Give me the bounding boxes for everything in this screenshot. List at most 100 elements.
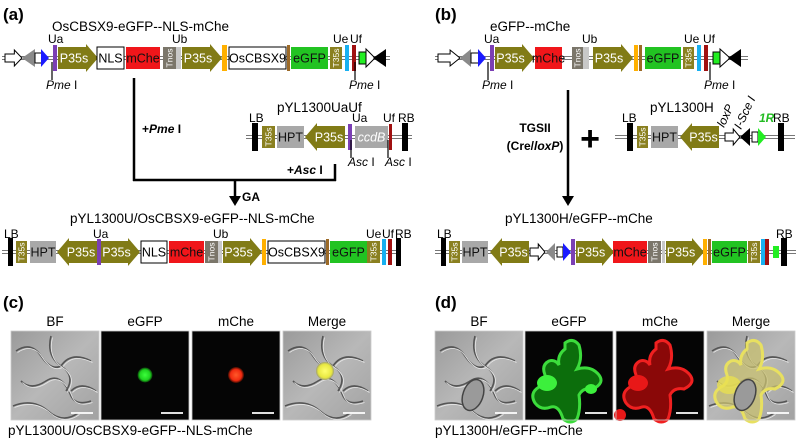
column-header-merge: Merge <box>732 314 770 329</box>
border-bar <box>8 238 13 266</box>
promoter-arrow <box>593 44 633 72</box>
tnos-block <box>205 241 218 263</box>
site-ub: Ub <box>213 227 229 241</box>
promoter-arrow <box>305 123 345 151</box>
green-marker <box>773 246 779 258</box>
micrograph-bf <box>434 330 524 421</box>
oscbsx9-block <box>267 240 326 264</box>
site-bar <box>326 239 329 265</box>
ccdb-label: ccdB <box>358 131 386 145</box>
cell-signal <box>622 338 694 424</box>
border-lb: LB <box>622 111 637 125</box>
t35s-label: T35s <box>450 243 460 262</box>
cell-wall <box>20 377 92 404</box>
t35s-label: T35s <box>684 49 694 68</box>
triangle-icon <box>728 49 741 67</box>
border-bar <box>778 123 784 151</box>
open-arrow-icon <box>437 48 461 68</box>
open-triangle-icon <box>719 47 731 69</box>
nucleus-signal <box>228 367 244 383</box>
promoter-label: P35s <box>67 246 96 260</box>
triangle-icon <box>41 49 49 67</box>
tnos-label: Tnos <box>573 49 583 68</box>
panel-label-b: (b) <box>435 5 457 24</box>
cell-wall <box>294 379 365 405</box>
oscbsx9-label: OsCBSX9 <box>268 246 325 260</box>
cell-signal <box>628 375 648 391</box>
tnos-label: Tnos <box>650 243 660 262</box>
site-bar <box>571 239 575 265</box>
step-asc-label: +Asc I <box>287 163 323 177</box>
cell-wall <box>344 387 370 393</box>
site-ue: Ue <box>366 227 382 241</box>
t35s-label: T35s <box>638 128 648 147</box>
green-marker <box>712 51 721 65</box>
hpt-block <box>651 126 678 148</box>
label-part: I <box>368 155 375 169</box>
asc-site-label: Asc I <box>384 155 412 169</box>
promoter-label: P35s <box>577 246 606 260</box>
tnos-block <box>648 241 661 263</box>
label-part: ) <box>559 139 563 153</box>
egfp-block <box>645 47 681 69</box>
mche-block <box>126 47 160 69</box>
t35s-label: T35s <box>264 128 274 147</box>
pme-site-label: Pme I <box>482 78 513 92</box>
assembly-label: GA <box>242 190 260 204</box>
promoter-label: P35s <box>184 52 213 66</box>
promoter-label: P35s <box>60 52 89 66</box>
bf-background <box>435 331 523 420</box>
border-lb: LB <box>437 227 452 241</box>
micrograph-merge <box>706 330 796 424</box>
egfp-block <box>712 241 747 263</box>
small-box-icon <box>556 246 564 258</box>
label-part: Pme <box>704 78 729 92</box>
cell-wall <box>496 387 522 393</box>
border-lb: LB <box>4 227 19 241</box>
site-uf: Uf <box>703 32 716 46</box>
image-border <box>10 330 100 421</box>
tnos-block <box>572 47 583 69</box>
column-header-bf: BF <box>470 314 487 329</box>
label-part: loxP <box>534 139 560 153</box>
t35s-block <box>748 241 760 263</box>
cell-wall <box>50 337 72 393</box>
column-header-mche: mChe <box>642 314 678 329</box>
cell-signal <box>717 376 741 394</box>
oscbsx9-block <box>228 46 287 70</box>
ccdb-block <box>355 126 388 148</box>
cell-wall <box>494 385 521 392</box>
cell-wall <box>17 348 93 370</box>
cell-wall <box>15 346 92 369</box>
site-bar <box>262 239 266 265</box>
micrograph-egfp <box>100 330 190 421</box>
stomata <box>461 378 485 412</box>
spacer-block <box>176 47 181 69</box>
label-part: + <box>142 122 149 136</box>
cell-wall <box>322 337 344 393</box>
micrograph-merge <box>282 330 372 421</box>
cell-wall <box>444 377 516 404</box>
site-bar <box>639 45 642 71</box>
panel-label-a: (a) <box>3 5 24 24</box>
hpt-label: HPT <box>31 246 56 260</box>
pme-site-label: Pme I <box>349 78 380 92</box>
site-ua: Ua <box>352 111 368 125</box>
cell-signal <box>537 375 557 391</box>
hpt-label: HPT <box>652 131 677 145</box>
cell-signal <box>585 384 597 394</box>
tnos-label: Tnos <box>165 49 175 68</box>
image-border <box>615 330 705 421</box>
promoter-arrow <box>495 44 534 72</box>
image-border <box>434 330 524 421</box>
t35s-label: T35s <box>17 243 27 262</box>
label-part: I <box>729 78 736 92</box>
site-bar <box>388 239 392 265</box>
cell-wall <box>441 348 517 370</box>
site-bar <box>761 239 765 265</box>
site-bar <box>697 45 701 71</box>
t35s-block <box>637 126 648 148</box>
label-part: Asc <box>347 155 368 169</box>
